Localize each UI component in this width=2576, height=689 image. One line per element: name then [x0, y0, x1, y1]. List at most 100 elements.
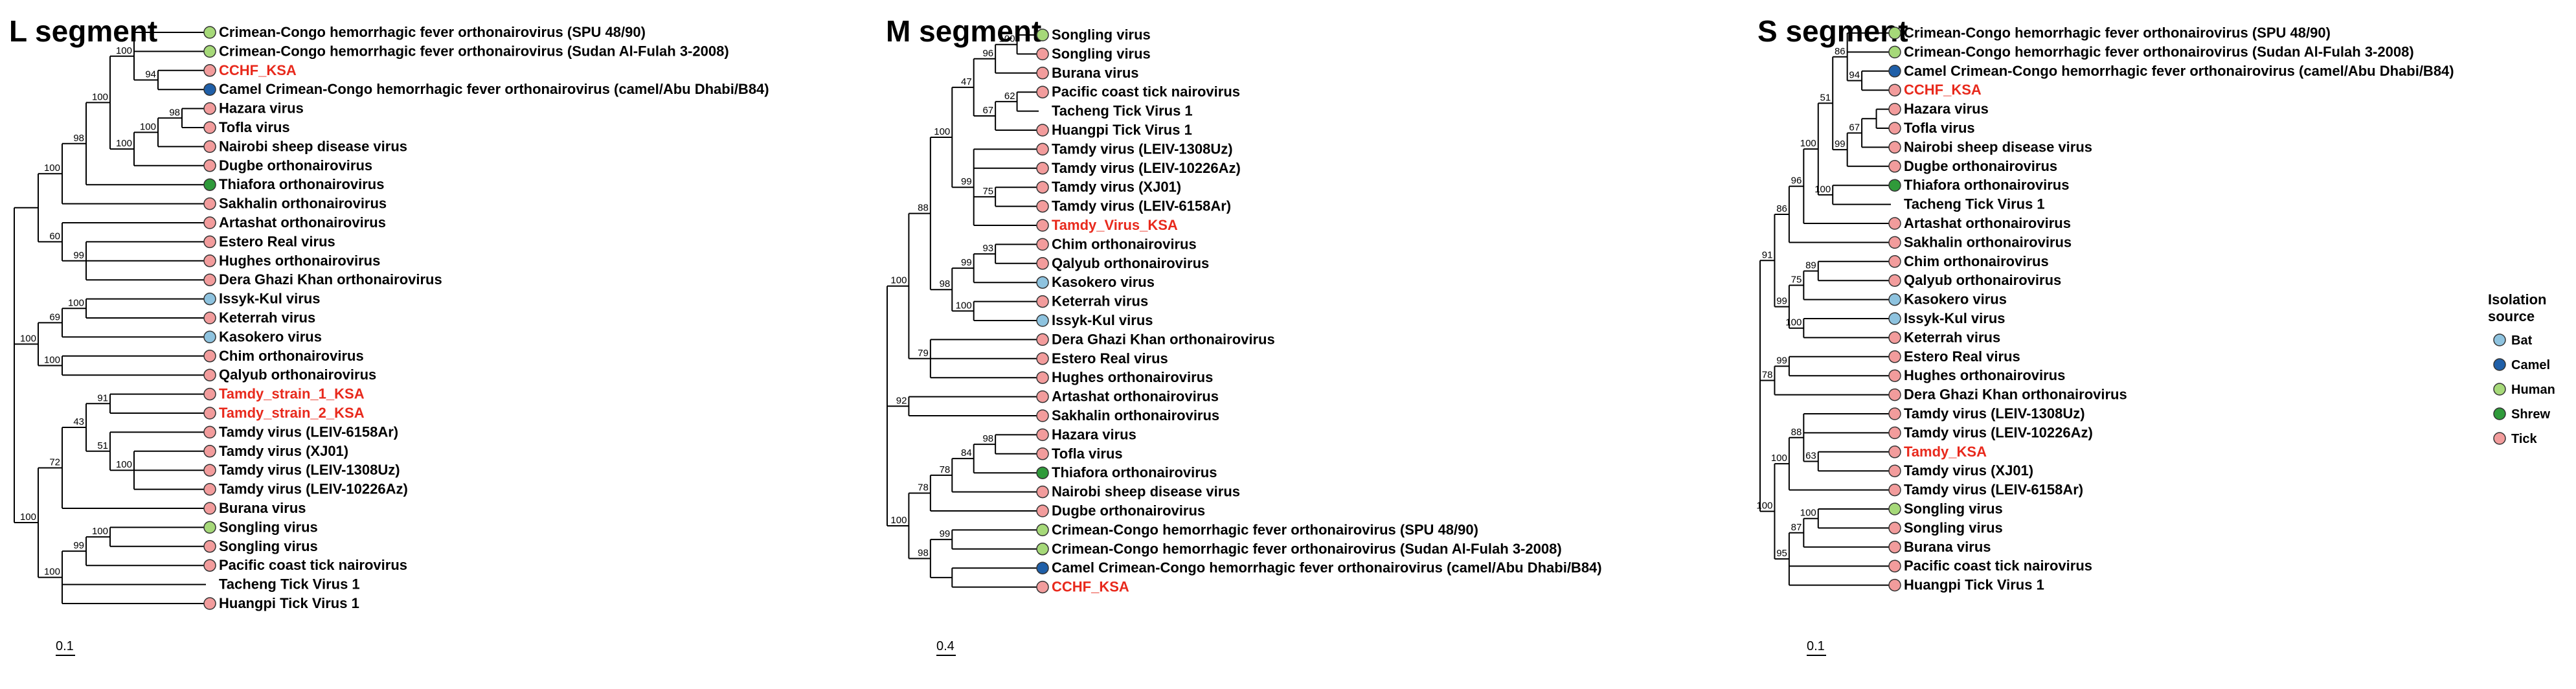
panel-title-l: L segment — [9, 14, 157, 48]
taxon-label: Camel Crimean-Congo hemorrhagic fever or… — [219, 81, 769, 97]
human-isolate-dot — [1036, 543, 1049, 556]
tick-isolate-dot — [1036, 47, 1049, 61]
bootstrap-support-value: 100 — [92, 91, 108, 102]
tick-isolate-dot — [1888, 236, 1901, 249]
shrew-isolate-dot — [1036, 466, 1049, 479]
tick-isolate-dot — [203, 502, 216, 515]
taxon-label: CCHF_KSA — [219, 62, 297, 78]
taxon-label: Hughes orthonairovirus — [1052, 369, 1213, 385]
bootstrap-support-value: 100 — [116, 45, 132, 56]
legend-title: Isolation — [2488, 291, 2546, 308]
taxon-label: Hazara virus — [219, 100, 304, 117]
bootstrap-support-value: 63 — [1805, 451, 1816, 462]
tick-isolate-dot — [203, 445, 216, 458]
panel-title-m: M segment — [886, 14, 1041, 48]
bootstrap-support-value: 62 — [1004, 91, 1015, 102]
panel-l-segment: L segment 941009810010010098100996010069… — [9, 14, 769, 656]
bootstrap-support-value: 95 — [1776, 548, 1787, 559]
legend-bat-label: Bat — [2511, 333, 2533, 348]
human-isolate-dot — [203, 26, 216, 39]
taxon-label: Songling virus — [219, 519, 318, 535]
tick-isolate-dot — [1888, 388, 1901, 401]
bootstrap-support-value: 98 — [940, 278, 951, 289]
bootstrap-support-value: 78 — [918, 482, 929, 493]
taxon-label: Tofla virus — [1052, 446, 1123, 462]
tick-isolate-dot — [1036, 124, 1049, 137]
tick-isolate-dot — [203, 559, 216, 572]
bootstrap-support-value: 89 — [1805, 260, 1816, 271]
taxon-label: Tamdy_KSA — [1904, 444, 1987, 460]
camel-isolate-dot — [1888, 65, 1901, 78]
tick-isolate-dot — [203, 311, 216, 324]
bootstrap-support-value: 75 — [1791, 275, 1802, 286]
taxon-label: Huangpi Tick Virus 1 — [1904, 577, 2044, 593]
taxon-label: Thiafora orthonairovirus — [1904, 177, 2069, 193]
bootstrap-support-value: 99 — [1776, 296, 1787, 307]
bootstrap-support-value: 99 — [73, 250, 84, 261]
bootstrap-support-value: 100 — [92, 526, 108, 537]
tick-isolate-dot — [1888, 559, 1901, 572]
taxon-label: Kasokero virus — [219, 328, 322, 345]
bootstrap-support-value: 98 — [982, 433, 993, 444]
tick-isolate-dot — [1036, 390, 1049, 403]
tick-isolate-dot — [1888, 407, 1901, 420]
taxon-label: Dera Ghazi Khan orthonairovirus — [219, 271, 442, 288]
tick-isolate-dot — [203, 64, 216, 77]
bootstrap-support-value: 100 — [1756, 501, 1772, 512]
bootstrap-support-value: 100 — [934, 126, 950, 137]
bootstrap-support-value: 100 — [1800, 508, 1816, 519]
tick-isolate-dot — [1888, 483, 1901, 497]
tick-isolate-dot — [1888, 464, 1901, 477]
legend-camel-swatch — [2493, 358, 2506, 371]
bootstrap-support-value: 98 — [73, 133, 84, 144]
tick-isolate-dot — [1888, 541, 1901, 554]
taxon-label: Tofla virus — [1904, 120, 1975, 136]
taxon-label: Tamdy_strain_2_KSA — [219, 405, 365, 421]
bootstrap-support-value: 100 — [44, 355, 60, 366]
tick-isolate-dot — [1036, 447, 1049, 460]
legend-tick-swatch — [2493, 432, 2506, 445]
taxon-label: Estero Real virus — [1052, 350, 1168, 367]
bootstrap-support-value: 78 — [1762, 370, 1773, 381]
tick-isolate-dot — [203, 387, 216, 401]
tick-isolate-dot — [1888, 102, 1901, 116]
taxon-label: Nairobi sheep disease virus — [1052, 484, 1240, 500]
taxon-label: Crimean-Congo hemorrhagic fever orthonai… — [219, 43, 729, 59]
bootstrap-support-value: 99 — [73, 540, 84, 551]
shrew-isolate-dot — [203, 178, 216, 191]
bootstrap-support-value: 100 — [890, 515, 907, 526]
bootstrap-support-value: 99 — [961, 176, 972, 187]
tick-isolate-dot — [203, 159, 216, 172]
taxon-label: Tamdy_strain_1_KSA — [219, 386, 365, 402]
tick-isolate-dot — [203, 235, 216, 249]
tick-isolate-dot — [203, 197, 216, 210]
tick-isolate-dot — [1036, 428, 1049, 442]
bootstrap-support-value: 51 — [97, 440, 108, 451]
taxon-label: Dugbe orthonairovirus — [219, 157, 372, 174]
taxon-label: Burana virus — [1904, 539, 1991, 555]
tick-isolate-dot — [1036, 580, 1049, 594]
bootstrap-support-value: 99 — [1835, 139, 1846, 150]
human-isolate-dot — [203, 521, 216, 534]
taxon-label: Issyk-Kul virus — [219, 291, 321, 307]
bootstrap-support-value: 98 — [918, 548, 929, 559]
taxon-label: Thiafora orthonairovirus — [219, 176, 384, 192]
bootstrap-support-value: 100 — [1771, 453, 1787, 464]
bootstrap-support-value: 98 — [169, 107, 180, 118]
taxon-label: Estero Real virus — [1904, 348, 2020, 365]
taxon-label: Chim orthonairovirus — [1904, 253, 2049, 269]
tree-m-segment: 1009662674775991009399100988879100929884… — [887, 27, 1602, 595]
tick-isolate-dot — [1036, 504, 1049, 517]
tick-isolate-dot — [203, 425, 216, 439]
taxon-label: Dera Ghazi Khan orthonairovirus — [1904, 387, 2127, 403]
bootstrap-support-value: 100 — [956, 300, 972, 311]
taxon-label: Tamdy virus (XJ01) — [219, 443, 348, 459]
taxon-label: Dera Ghazi Khan orthonairovirus — [1052, 331, 1275, 347]
taxon-label: Dugbe orthonairovirus — [1904, 158, 2057, 174]
tick-isolate-dot — [203, 102, 216, 115]
tick-isolate-dot — [1036, 85, 1049, 98]
human-isolate-dot — [203, 45, 216, 58]
taxon-label: Pacific coast tick nairovirus — [1052, 84, 1240, 100]
tick-isolate-dot — [203, 121, 216, 134]
